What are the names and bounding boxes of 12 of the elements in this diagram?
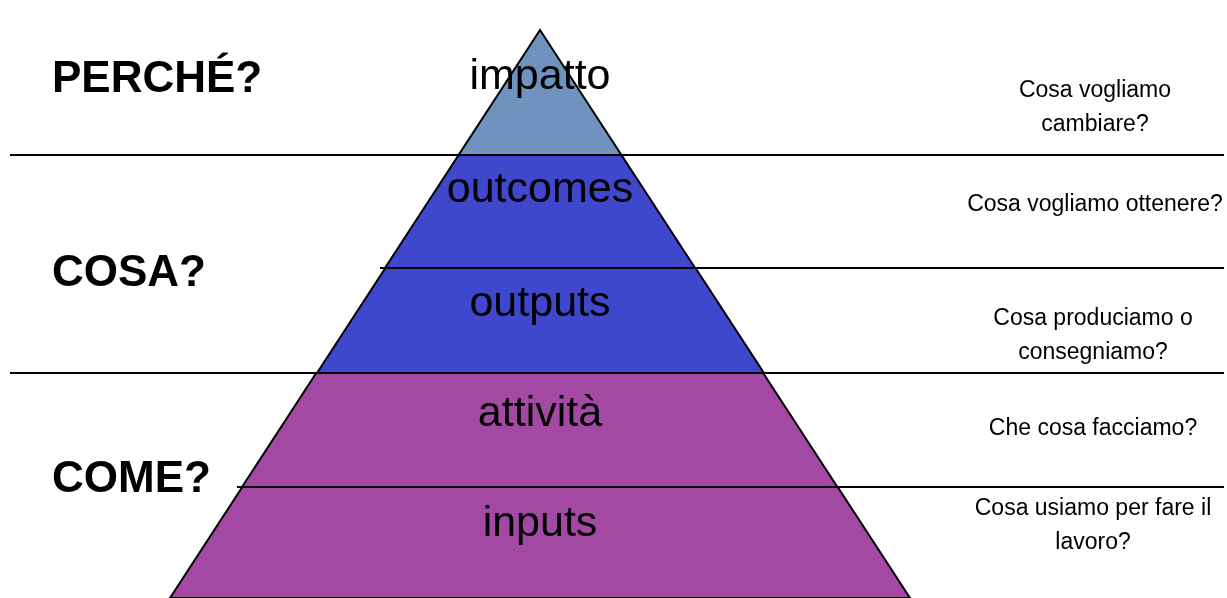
tier-label: outputs xyxy=(468,277,612,326)
tier-label: inputs xyxy=(481,497,599,546)
level-heading: PERCHÉ? xyxy=(52,52,263,102)
tier-label: attività xyxy=(476,387,604,436)
guiding-question: Cosa vogliamo ottenere? xyxy=(966,189,1224,218)
guiding-question: Che cosa facciamo? xyxy=(987,413,1199,442)
level-heading: COSA? xyxy=(52,246,206,296)
tier-label: outcomes xyxy=(445,163,635,212)
guiding-question: Cosa usiamo per fare il lavoro? xyxy=(973,493,1213,556)
level-heading: COME? xyxy=(52,452,211,502)
guiding-question: Cosa produciamo o consegniamo? xyxy=(992,303,1194,366)
guiding-question: Cosa vogliamo cambiare? xyxy=(1017,75,1173,138)
